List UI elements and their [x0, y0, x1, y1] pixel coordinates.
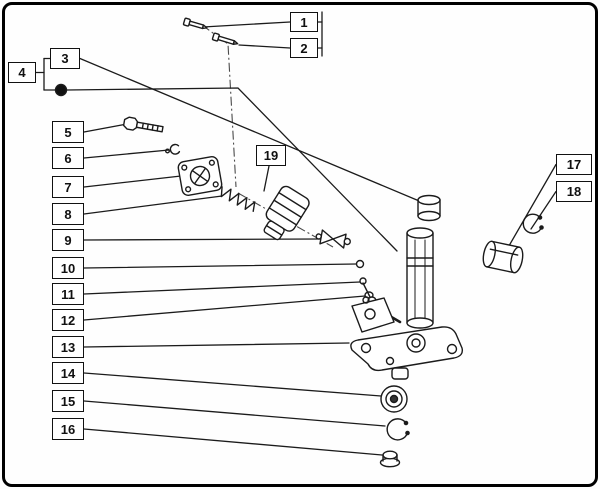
part-callout-7: 7	[52, 176, 84, 198]
pin-part-10	[355, 259, 365, 269]
snap-ring-part-15	[386, 418, 410, 441]
part-callout-15: 15	[52, 390, 84, 412]
part-callout-19: 19	[256, 145, 286, 166]
part-callout-6: 6	[52, 147, 84, 169]
part-callout-12: 12	[52, 309, 84, 331]
cap-part	[417, 194, 441, 222]
snap-ring-part-18	[522, 213, 544, 234]
spring-part-8	[220, 186, 256, 212]
part-callout-2: 2	[290, 38, 318, 58]
flange-part-7	[177, 156, 223, 196]
part-drawings	[54, 17, 544, 468]
fork-part-9	[315, 229, 351, 249]
screw-part-2	[211, 32, 239, 45]
pump-body-part-13	[350, 296, 464, 380]
part-callout-1: 1	[290, 12, 318, 32]
part-callout-3: 3	[50, 48, 80, 69]
part-callout-16: 16	[52, 418, 84, 440]
part-callout-17: 17	[556, 154, 592, 175]
valve-body-part-19	[263, 185, 310, 241]
part-callout-14: 14	[52, 362, 84, 384]
part-callout-10: 10	[52, 257, 84, 279]
part-callout-11: 11	[52, 283, 84, 305]
part-callout-18: 18	[556, 181, 592, 202]
nut-part-16	[379, 450, 401, 468]
part-callout-13: 13	[52, 336, 84, 358]
plug-part-4	[54, 83, 68, 97]
bushing-shell-part-17	[482, 240, 524, 274]
part-callout-4: 4	[8, 62, 36, 83]
screw-part-1	[182, 17, 208, 30]
plunger-cylinder	[406, 227, 434, 329]
bolt-part-5	[122, 116, 164, 133]
part-callout-5: 5	[52, 121, 84, 143]
washer-part-14	[380, 385, 408, 413]
part-callout-8: 8	[52, 203, 84, 225]
clip-part-6	[164, 143, 181, 155]
part-callout-9: 9	[52, 229, 84, 251]
leader-lines	[35, 11, 557, 456]
